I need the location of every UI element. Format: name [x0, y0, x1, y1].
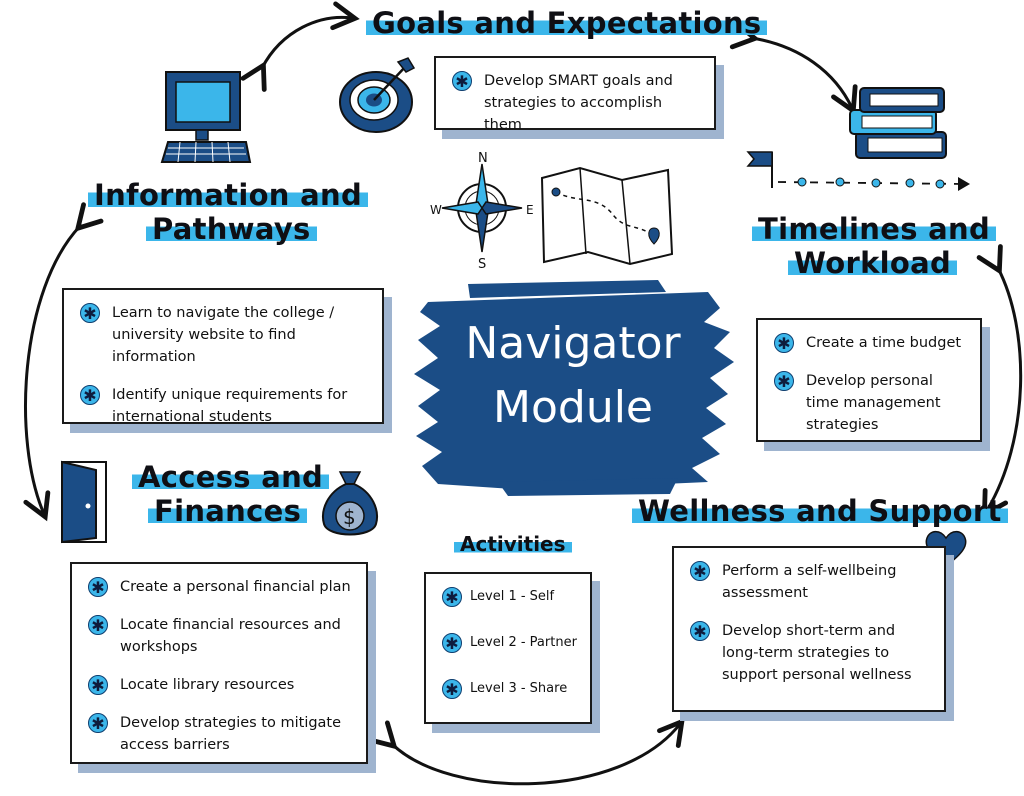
flag-timeline-icon: [746, 87, 970, 191]
bullet-icon: ✱: [442, 587, 462, 607]
access-item: ✱ Create a personal financial plan: [84, 576, 354, 598]
wellness-title-text: Wellness and Support: [632, 494, 1008, 528]
compass-icon: N S W E: [430, 151, 534, 270]
compass-e: E: [526, 203, 534, 217]
information-item-text: Identify unique requirements for interna…: [112, 387, 348, 425]
bullet-icon: ✱: [88, 577, 108, 597]
bullet-icon: ✱: [442, 633, 462, 653]
center-title-line2: Module: [493, 382, 653, 433]
bullet-icon: ✱: [452, 71, 472, 91]
timelines-item-text: Create a time budget: [806, 335, 962, 351]
access-item-text: Create a personal financial plan: [120, 579, 351, 595]
access-item-text: Locate financial resources and workshops: [120, 617, 341, 655]
access-card: ✱ Create a personal financial plan ✱ Locat…: [70, 562, 368, 764]
information-title-line2: Pathways: [146, 212, 317, 246]
money-symbol: $: [343, 505, 356, 529]
bullet-icon: ✱: [88, 615, 108, 635]
access-item-text: Develop strategies to mitigate access ba…: [120, 715, 342, 753]
activities-item: ✱ Level 1 - Self: [438, 586, 578, 608]
arrow-timelines-wellness: [976, 244, 1023, 519]
bullet-icon: ✱: [88, 713, 108, 733]
activities-item: ✱ Level 3 - Share: [438, 678, 578, 700]
bullet-icon: ✱: [774, 371, 794, 391]
center-title-line1: Navigator: [465, 318, 681, 369]
goals-title-text: Goals and Expectations: [366, 6, 768, 40]
timelines-item-text: Develop personal time management strateg…: [806, 373, 941, 433]
access-item: ✱ Locate library resources: [84, 674, 354, 696]
computer-icon: [160, 71, 252, 163]
money-bag-icon: $: [322, 471, 378, 536]
center-blob: [414, 280, 734, 496]
access-item-text: Locate library resources: [120, 677, 295, 693]
books-icon: [849, 87, 947, 159]
timelines-item: ✱ Develop personal time management strate…: [770, 370, 968, 436]
goals-card: ✱ Develop SMART goals and strategies to a…: [434, 56, 716, 133]
compass-s: S: [478, 257, 486, 270]
activities-item-text: Level 3 - Share: [470, 681, 568, 696]
map-icon: [540, 166, 674, 266]
information-item-text: Learn to navigate the college / universi…: [112, 305, 335, 365]
goals-item: ✱ Develop SMART goals and strategies to a…: [448, 70, 702, 136]
wellness-item-text: Perform a self-wellbeing assessment: [722, 563, 897, 601]
wellness-item: ✱ Perform a self-wellbeing assessment: [686, 560, 932, 604]
bullet-icon: ✱: [80, 303, 100, 323]
information-item: ✱ Learn to navigate the college / univers…: [76, 302, 370, 368]
arrow-info-access: [23, 202, 104, 522]
activities-item-text: Level 2 - Partner: [470, 635, 577, 650]
wellness-item-text: Develop short-term and long-term strateg…: [722, 623, 912, 683]
access-title-line1: Access and: [132, 460, 330, 494]
bullet-icon: ✱: [88, 675, 108, 695]
bullet-icon: ✱: [442, 679, 462, 699]
bullet-icon: ✱: [80, 385, 100, 405]
information-title: Information and Pathways: [88, 178, 388, 246]
wellness-title: Wellness and Support: [632, 494, 1008, 528]
goals-item-text: Develop SMART goals and strategies to ac…: [484, 73, 673, 133]
timelines-title: Timelines and Workload: [752, 212, 1012, 280]
goals-title: Goals and Expectations: [366, 6, 768, 40]
timelines-title-line2: Workload: [788, 246, 958, 280]
information-item: ✱ Identify unique requirements for intern…: [76, 384, 370, 428]
bullet-icon: ✱: [690, 621, 710, 641]
access-title-line2: Finances: [148, 494, 308, 528]
target-icon: [339, 57, 416, 133]
information-card: ✱ Learn to navigate the college / univers…: [62, 288, 384, 425]
access-item: ✱ Locate financial resources and workshop…: [84, 614, 354, 658]
compass-n: N: [478, 151, 488, 166]
activities-item: ✱ Level 2 - Partner: [438, 632, 578, 654]
center-title: Navigator Module: [418, 312, 728, 440]
access-title: Access and Finances: [132, 460, 342, 528]
compass-w: W: [430, 203, 442, 217]
activities-title-text: Activities: [454, 532, 572, 556]
timelines-title-line1: Timelines and: [752, 212, 997, 246]
arrow-goals-timelines: [729, 20, 858, 116]
arrow-wellness-activities: [368, 717, 685, 786]
information-title-line1: Information and: [88, 178, 369, 212]
bullet-icon: ✱: [690, 561, 710, 581]
activities-card: ✱ Level 1 - Self ✱ Level 2 - Partner ✱ Leve…: [424, 572, 592, 724]
wellness-item: ✱ Develop short-term and long-term strate…: [686, 620, 932, 686]
bullet-icon: ✱: [774, 333, 794, 353]
door-icon: [61, 460, 107, 544]
activities-item-text: Level 1 - Self: [470, 589, 555, 604]
arrow-info-goals: [240, 1, 360, 92]
timelines-card: ✱ Create a time budget ✱ Develop personal …: [756, 318, 982, 442]
wellness-card: ✱ Perform a self-wellbeing assessment ✱ De…: [672, 546, 946, 712]
timelines-item: ✱ Create a time budget: [770, 332, 968, 354]
activities-title: Activities: [454, 532, 572, 556]
access-item: ✱ Develop strategies to mitigate access b…: [84, 712, 354, 756]
